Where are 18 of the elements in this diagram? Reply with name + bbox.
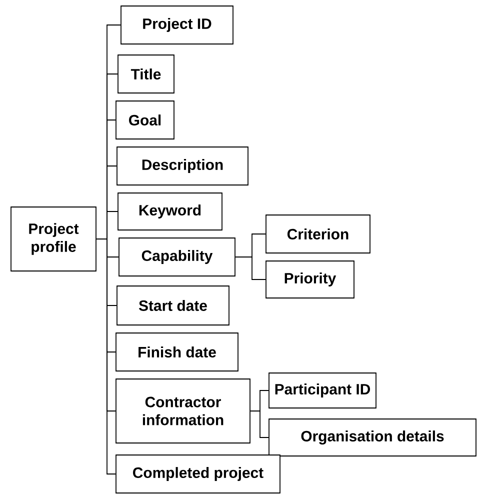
field-box: Project ID [120, 6, 234, 44]
field-box: Start date [116, 286, 230, 326]
field-box: Project profile [10, 206, 96, 272]
field-box: Goal [116, 100, 174, 140]
field-box: Criterion [266, 214, 370, 254]
field-box: Contractor information [116, 378, 250, 444]
field-box: Organisation details [268, 418, 476, 456]
field-box: Completed project [116, 454, 280, 494]
field-box: Finish date [116, 332, 238, 372]
field-box: Priority [266, 260, 354, 298]
field-box: Capability [118, 238, 236, 276]
field-box: Description [116, 146, 248, 186]
connector-line [250, 410, 269, 438]
field-box: Participant ID [268, 372, 376, 408]
connector-line [96, 238, 116, 474]
connector-line [235, 256, 266, 280]
field-box: Keyword [118, 192, 222, 230]
field-box: Title [118, 54, 174, 94]
